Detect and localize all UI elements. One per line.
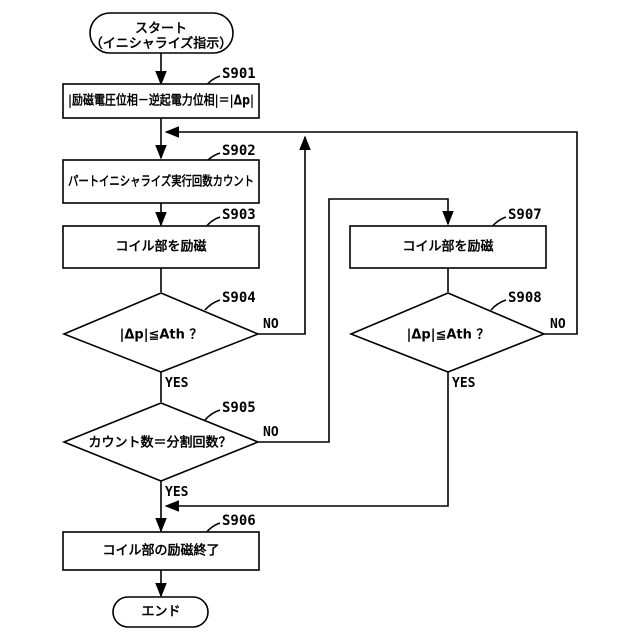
s904-no-label: NO bbox=[263, 317, 279, 332]
s901-step-label: S901 bbox=[222, 66, 256, 82]
start-terminal: スタート （イニシャライズ指示） bbox=[90, 13, 233, 53]
s904-text: |Δp|≦Ath ？ bbox=[120, 328, 203, 343]
arrow-s904-no-loop bbox=[258, 137, 305, 334]
decision-s904: |Δp|≦Ath ？ S904 NO YES bbox=[64, 290, 279, 391]
s901-text: |励磁電圧位相－逆起電力位相|＝|Δp| bbox=[68, 93, 254, 109]
s903-step-label: S903 bbox=[222, 207, 256, 223]
s906-text: コイル部の励磁終了 bbox=[102, 543, 219, 559]
s908-no-label: NO bbox=[550, 317, 566, 332]
s902-step-label: S902 bbox=[222, 143, 256, 159]
start-text-line1: スタート bbox=[135, 22, 187, 37]
s908-text: |Δp|≦Ath ？ bbox=[407, 328, 490, 343]
s903-text: コイル部を励磁 bbox=[115, 239, 206, 255]
start-text-line2: （イニシャライズ指示） bbox=[90, 36, 233, 52]
s905-text: カウント数＝分割回数？ bbox=[88, 435, 231, 451]
end-text: エンド bbox=[141, 605, 180, 620]
s904-step-label: S904 bbox=[222, 290, 256, 306]
leader-s908 bbox=[491, 300, 506, 310]
s905-no-label: NO bbox=[263, 425, 279, 440]
s905-step-label: S905 bbox=[222, 400, 256, 416]
s907-step-label: S907 bbox=[508, 207, 542, 223]
s908-step-label: S908 bbox=[508, 290, 542, 306]
decision-s908: |Δp|≦Ath ？ S908 NO YES bbox=[351, 290, 566, 391]
s904-yes-label: YES bbox=[165, 376, 189, 391]
s906-step-label: S906 bbox=[222, 513, 256, 529]
leader-s904 bbox=[205, 300, 220, 310]
s902-text: パートイニシャライズ実行回数カウント bbox=[68, 174, 254, 190]
leader-s905 bbox=[205, 410, 220, 420]
end-terminal: エンド bbox=[113, 597, 208, 627]
s907-text: コイル部を励磁 bbox=[402, 239, 493, 255]
s908-yes-label: YES bbox=[452, 376, 476, 391]
decision-s905: カウント数＝分割回数？ S905 NO YES bbox=[64, 400, 279, 500]
s905-yes-label: YES bbox=[165, 485, 189, 500]
